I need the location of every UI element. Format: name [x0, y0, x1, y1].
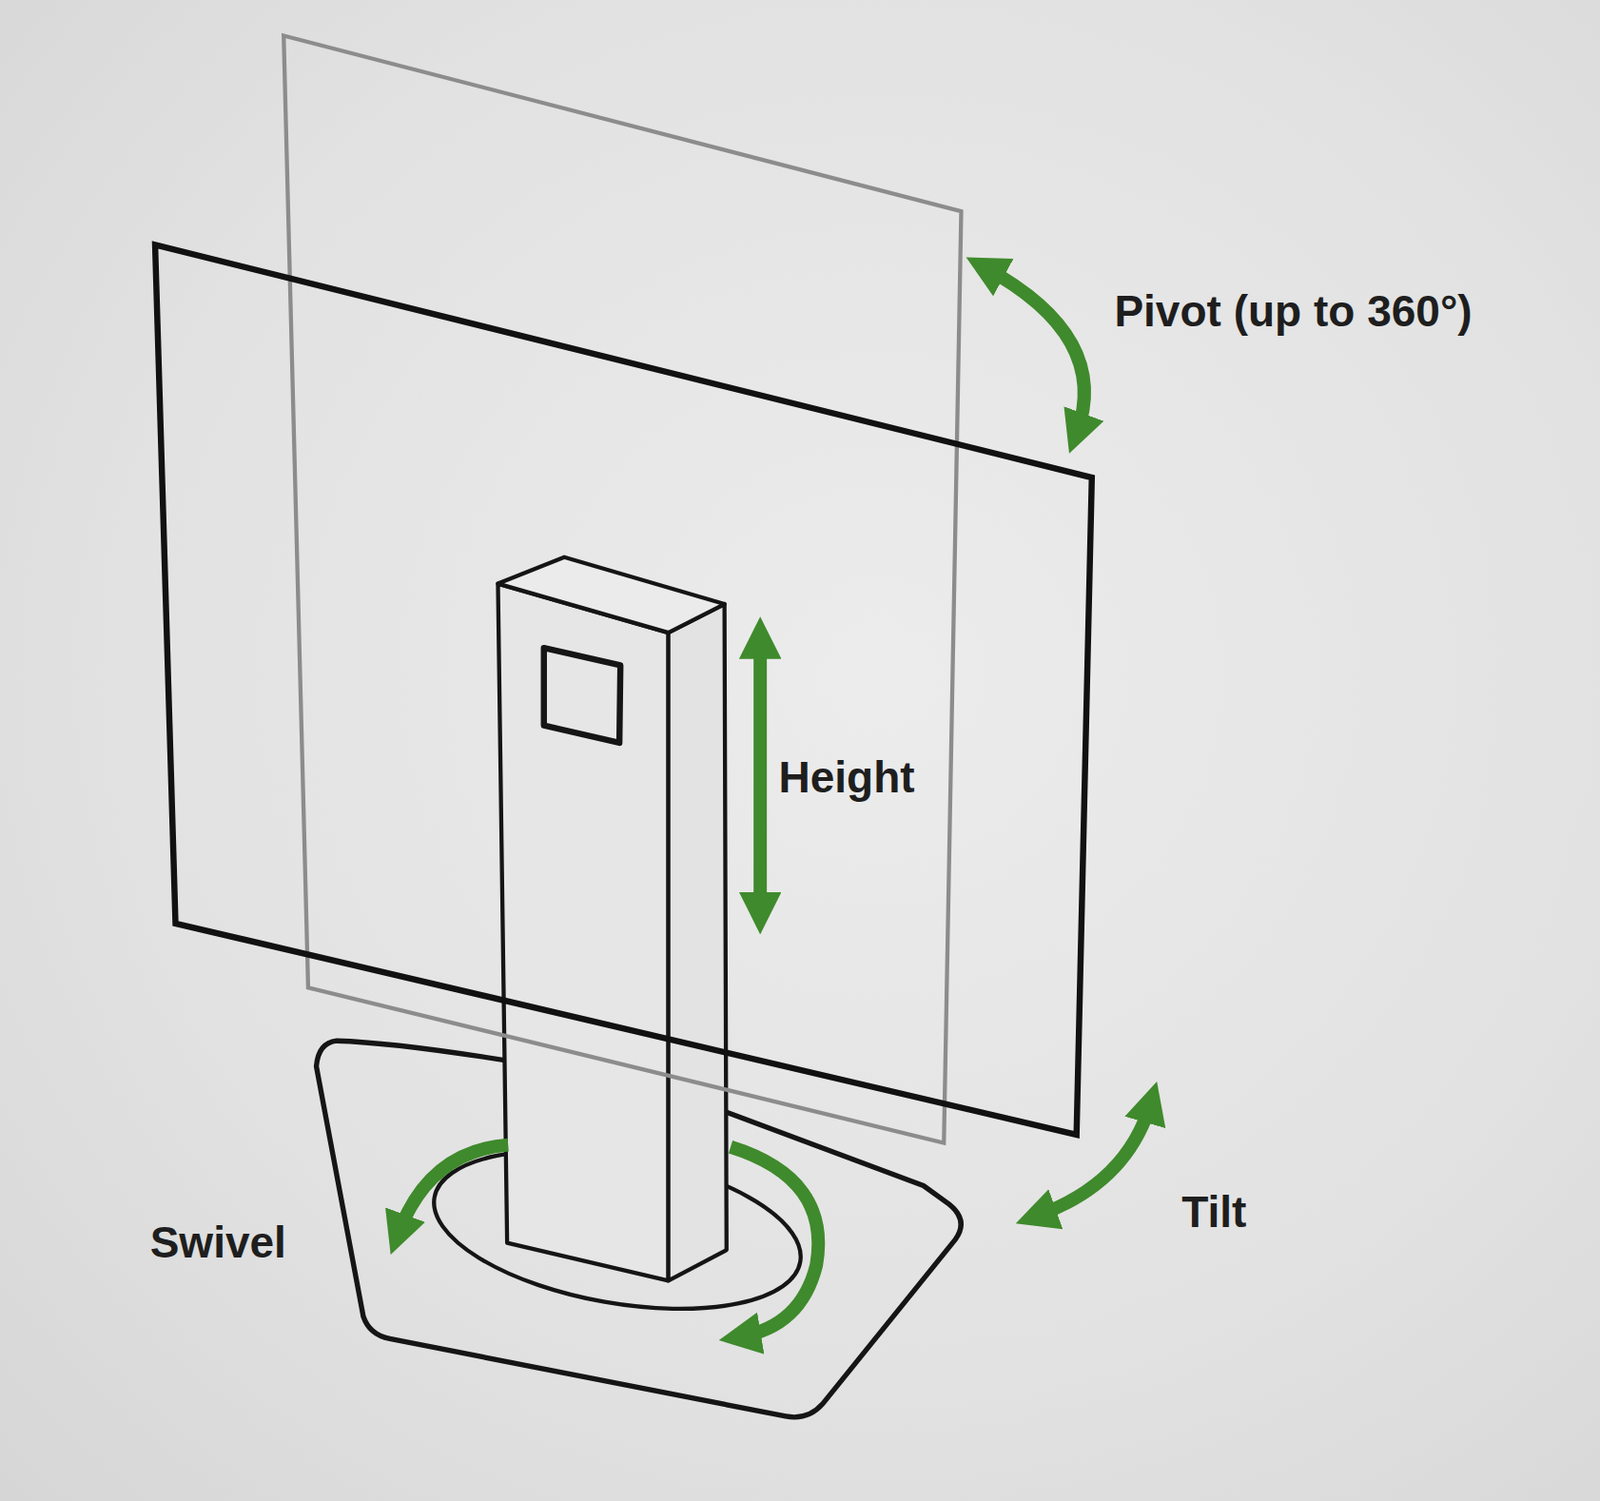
stand-column [497, 557, 726, 1282]
swivel-arrow [397, 1145, 508, 1235]
tilt-arrow [1035, 1102, 1152, 1217]
pivot-arrow [984, 267, 1085, 434]
height-label: Height [778, 753, 915, 802]
swivel-label: Swivel [150, 1218, 287, 1268]
portrait-screen [283, 36, 961, 1144]
landscape-screen [155, 244, 1093, 1134]
swivel-arrow [730, 1147, 819, 1338]
tilt-label: Tilt [1181, 1188, 1247, 1237]
pivot-label: Pivot (up to 360°) [1113, 287, 1472, 336]
height-arrow [753, 637, 767, 914]
